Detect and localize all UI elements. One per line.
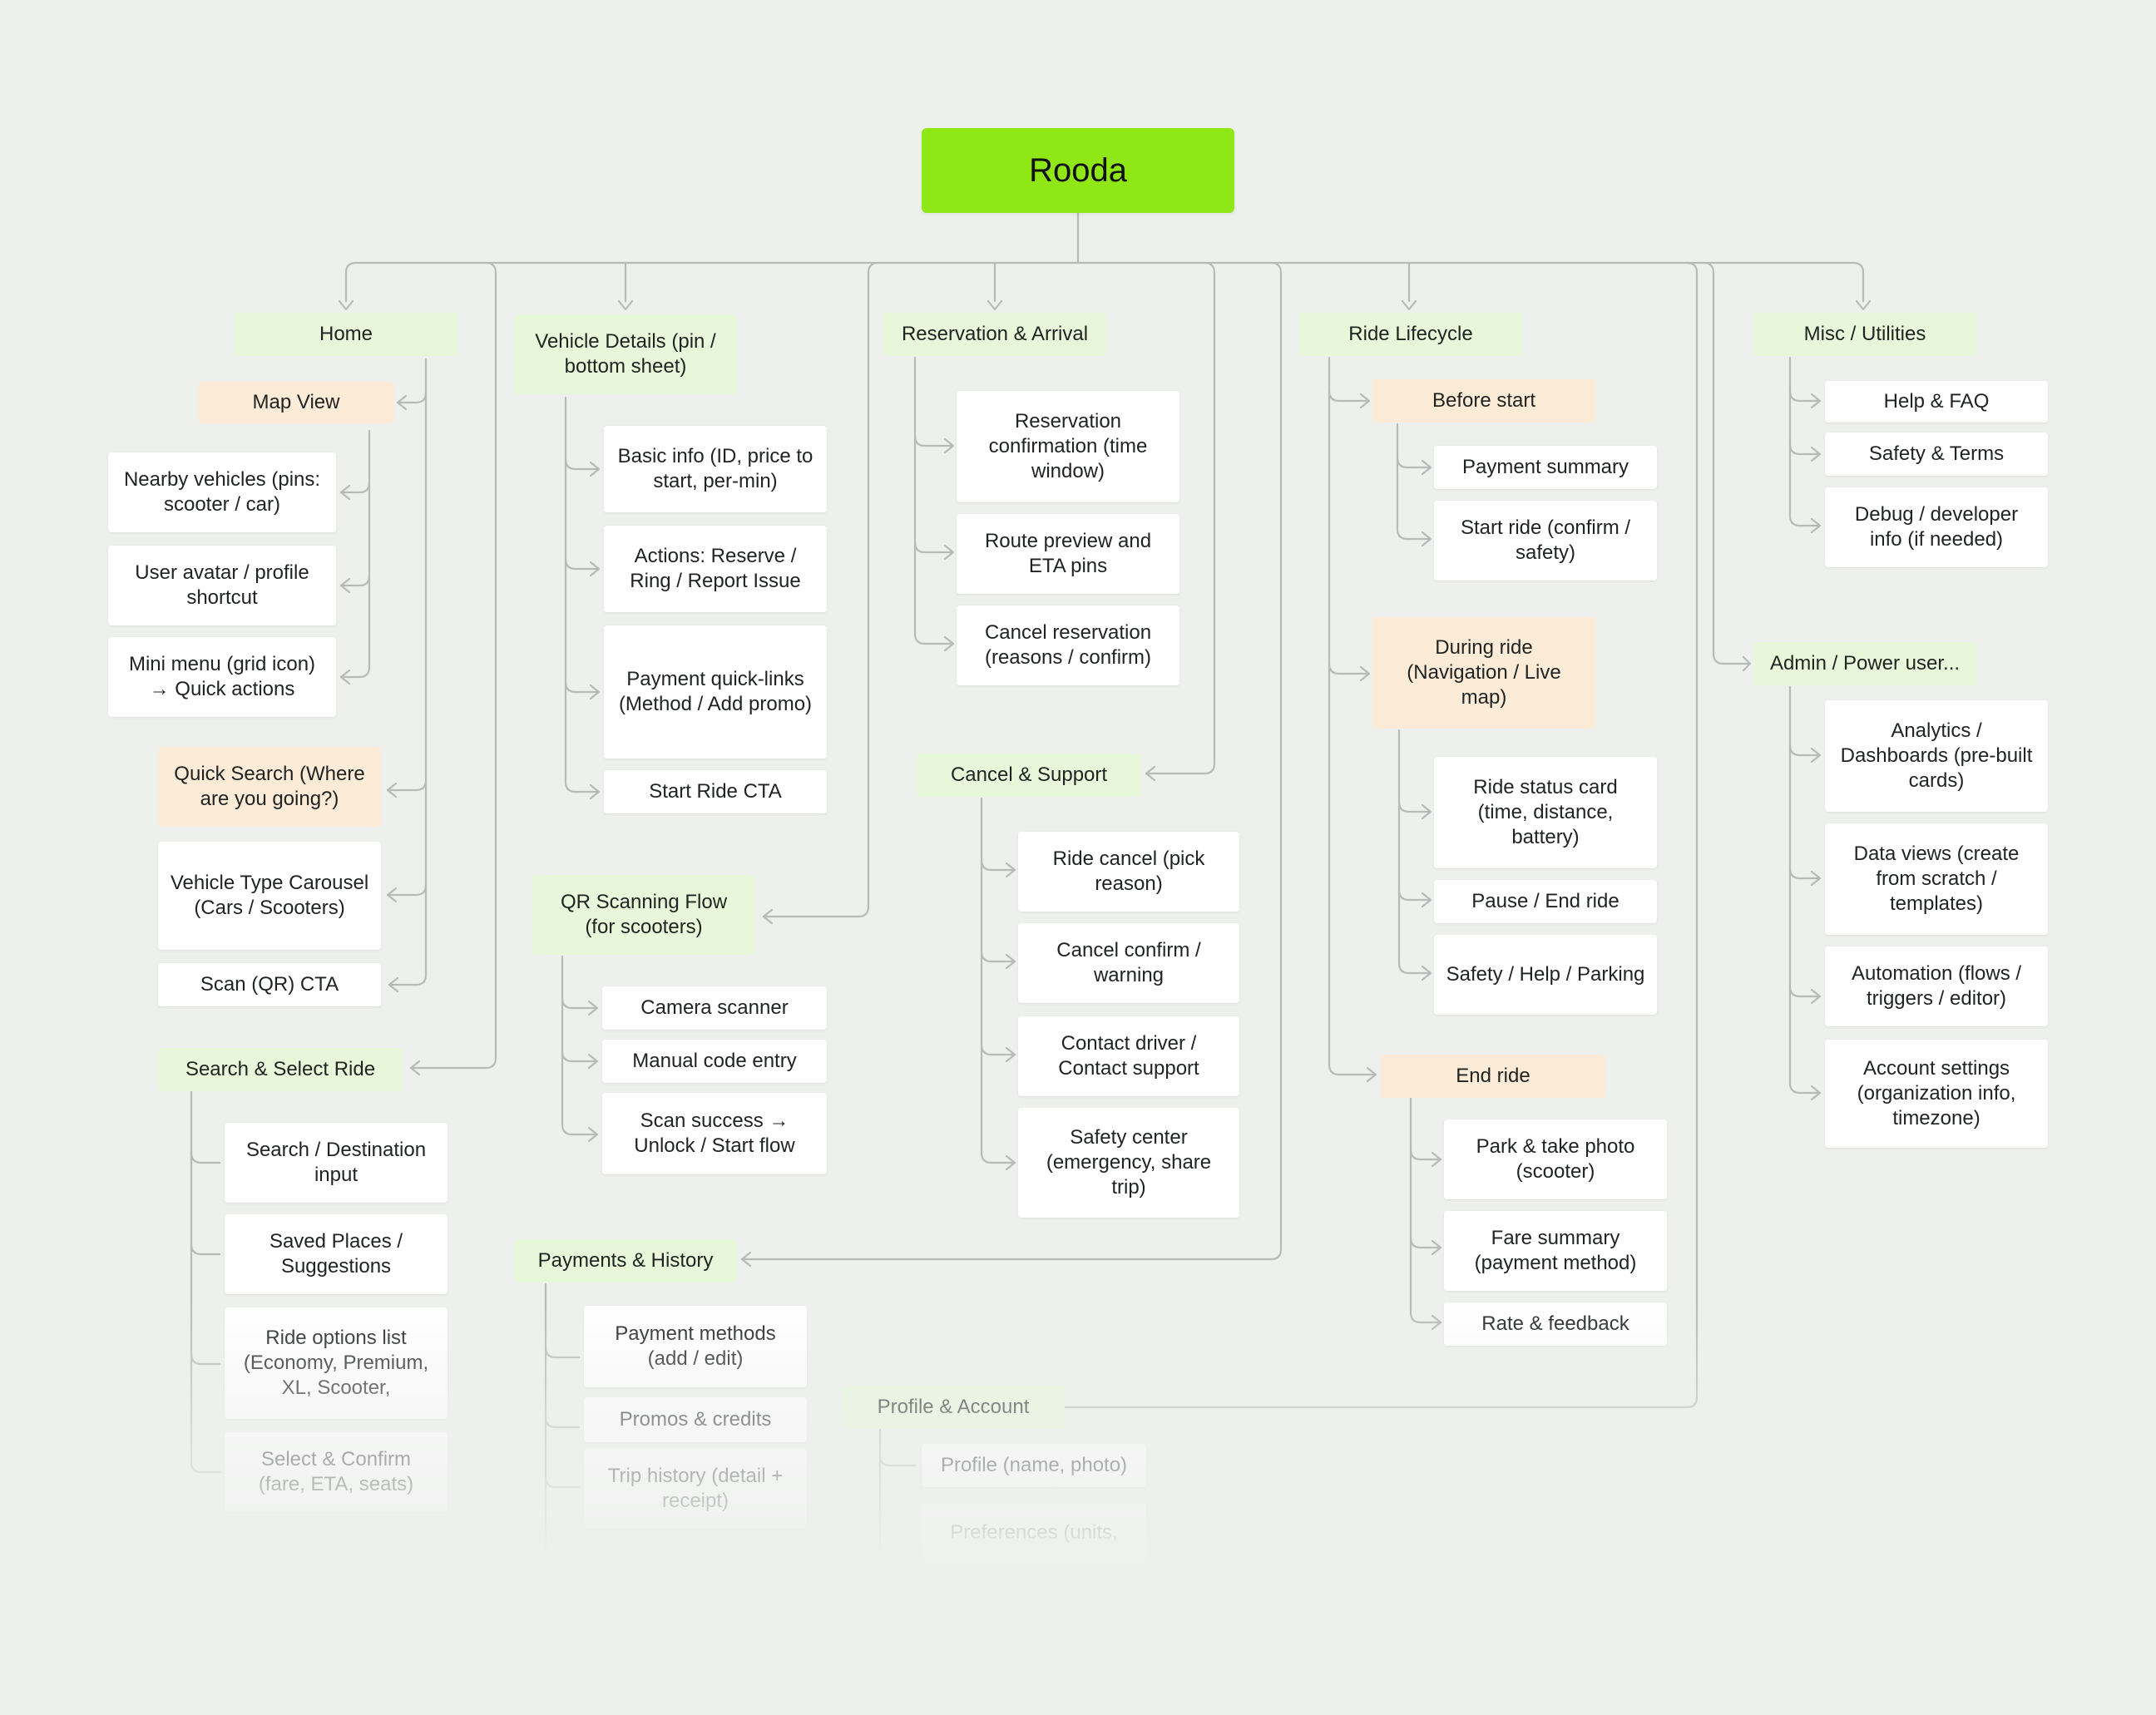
park-take-photo-node[interactable]: Park & take photo (scooter)	[1444, 1119, 1667, 1199]
vehicle-type-carousel-node[interactable]: Vehicle Type Carousel (Cars / Scooters)	[158, 842, 381, 950]
before-start-node[interactable]: Before start	[1372, 379, 1595, 423]
safety-help-parking-node[interactable]: Safety / Help / Parking	[1434, 935, 1657, 1015]
vehicle-details-section[interactable]: Vehicle Details (pin / bottom sheet)	[514, 314, 737, 394]
payments-history-section[interactable]: Payments & History	[514, 1239, 737, 1283]
route-preview-node[interactable]: Route preview and ETA pins	[957, 514, 1179, 594]
manual-code-node[interactable]: Manual code entry	[602, 1040, 827, 1083]
search-select-section[interactable]: Search & Select Ride	[158, 1048, 403, 1091]
camera-scanner-node[interactable]: Camera scanner	[602, 986, 827, 1030]
contact-driver-node[interactable]: Contact driver / Contact support	[1018, 1016, 1239, 1096]
map-view-node[interactable]: Map View	[198, 382, 394, 423]
cancel-reservation-node[interactable]: Cancel reservation (reasons / confirm)	[957, 605, 1179, 685]
root-node[interactable]: Rooda	[922, 128, 1234, 213]
data-views-node[interactable]: Data views (create from scratch / templa…	[1825, 823, 2048, 935]
reservation-arrival-section[interactable]: Reservation & Arrival	[883, 313, 1106, 356]
cancel-confirm-node[interactable]: Cancel confirm / warning	[1018, 923, 1239, 1003]
start-ride-confirm-node[interactable]: Start ride (confirm / safety)	[1434, 501, 1657, 581]
actions-node[interactable]: Actions: Reserve / Ring / Report Issue	[604, 526, 827, 612]
trip-history-node[interactable]: Trip history (detail + receipt)	[584, 1449, 807, 1529]
help-faq-node[interactable]: Help & FAQ	[1825, 381, 2048, 423]
account-settings-node[interactable]: Account settings (organization info, tim…	[1825, 1040, 2048, 1148]
admin-section[interactable]: Admin / Power user...	[1753, 642, 1976, 685]
ride-cancel-node[interactable]: Ride cancel (pick reason)	[1018, 832, 1239, 912]
analytics-node[interactable]: Analytics / Dashboards (pre-built cards)	[1825, 700, 2048, 812]
mini-menu-node[interactable]: Mini menu (grid icon) → Quick actions	[108, 637, 336, 717]
payment-summary-node[interactable]: Payment summary	[1434, 446, 1657, 489]
basic-info-node[interactable]: Basic info (ID, price to start, per-min)	[604, 426, 827, 512]
profile-account-section[interactable]: Profile & Account	[842, 1386, 1065, 1429]
reservation-confirmation-node[interactable]: Reservation confirmation (time window)	[957, 391, 1179, 502]
cancel-support-section[interactable]: Cancel & Support	[917, 754, 1141, 797]
ride-lifecycle-section[interactable]: Ride Lifecycle	[1299, 313, 1522, 356]
scan-cta-node[interactable]: Scan (QR) CTA	[158, 963, 381, 1006]
payment-quicklinks-node[interactable]: Payment quick-links (Method / Add promo)	[604, 625, 827, 759]
end-ride-node[interactable]: End ride	[1381, 1055, 1605, 1098]
start-ride-cta-node[interactable]: Start Ride CTA	[604, 770, 827, 813]
scan-success-node[interactable]: Scan success → Unlock / Start flow	[602, 1093, 827, 1174]
safety-terms-node[interactable]: Safety & Terms	[1825, 432, 2048, 476]
misc-utilities-section[interactable]: Misc / Utilities	[1753, 313, 1976, 356]
pause-end-ride-node[interactable]: Pause / End ride	[1434, 880, 1657, 923]
rate-feedback-node[interactable]: Rate & feedback	[1444, 1302, 1667, 1346]
safety-center-node[interactable]: Safety center (emergency, share trip)	[1018, 1108, 1239, 1218]
payment-methods-node[interactable]: Payment methods (add / edit)	[584, 1306, 807, 1387]
preferences-node[interactable]: Preferences (units,	[922, 1504, 1146, 1562]
qr-scanning-section[interactable]: QR Scanning Flow (for scooters)	[532, 875, 755, 955]
ride-options-node[interactable]: Ride options list (Economy, Premium, XL,…	[225, 1307, 448, 1419]
home-section[interactable]: Home	[235, 313, 457, 356]
ride-status-card-node[interactable]: Ride status card (time, distance, batter…	[1434, 757, 1657, 868]
quick-search-node[interactable]: Quick Search (Where are you going?)	[158, 747, 381, 827]
select-confirm-node[interactable]: Select & Confirm (fare, ETA, seats)	[225, 1432, 448, 1512]
debug-info-node[interactable]: Debug / developer info (if needed)	[1825, 487, 2048, 567]
profile-name-photo-node[interactable]: Profile (name, photo)	[922, 1444, 1146, 1487]
user-avatar-node[interactable]: User avatar / profile shortcut	[108, 546, 336, 625]
saved-places-node[interactable]: Saved Places / Suggestions	[225, 1214, 448, 1294]
promos-credits-node[interactable]: Promos & credits	[584, 1397, 807, 1442]
fare-summary-node[interactable]: Fare summary (payment method)	[1444, 1211, 1667, 1291]
nearby-vehicles-node[interactable]: Nearby vehicles (pins: scooter / car)	[108, 452, 336, 532]
automation-node[interactable]: Automation (flows / triggers / editor)	[1825, 946, 2048, 1026]
during-ride-node[interactable]: During ride (Navigation / Live map)	[1372, 617, 1595, 729]
search-destination-node[interactable]: Search / Destination input	[225, 1123, 448, 1203]
